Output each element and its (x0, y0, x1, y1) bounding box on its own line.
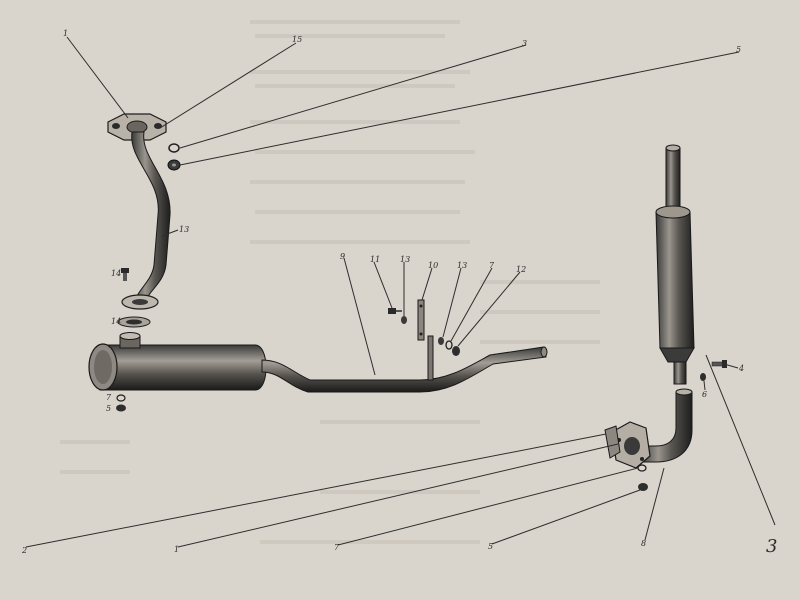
label-2-bottom: 2 (21, 546, 27, 555)
label-13-a: 13 (400, 255, 410, 264)
label-14-bolt: 14 (111, 269, 121, 278)
label-7-left: 7 (106, 393, 112, 402)
figure-number: 3 (766, 536, 777, 557)
bolt-14 (121, 268, 129, 281)
nut-5-top (167, 159, 181, 171)
label-5-top: 5 (736, 45, 741, 54)
label-6: 6 (702, 390, 707, 399)
ring-7-bottom (637, 464, 647, 472)
label-4: 4 (738, 364, 744, 373)
label-5-bottom: 5 (488, 542, 493, 551)
nut-6 (700, 373, 706, 381)
label-10: 10 (428, 261, 438, 270)
nut-12 (452, 346, 460, 356)
ring-7-mid (445, 340, 453, 350)
label-7-bottom: 7 (334, 543, 340, 552)
nut-5-bottom (638, 483, 648, 491)
label-14-gasket: 14 (111, 317, 121, 326)
nut-5-left (116, 404, 126, 412)
washer-13-a (401, 316, 407, 324)
gasket-14 (117, 316, 151, 328)
label-9: 9 (340, 252, 345, 261)
intermediate-pipe (261, 335, 548, 393)
label-5-left: 5 (106, 404, 111, 413)
front-exhaust-pipe (107, 113, 171, 328)
label-8-bottom: 8 (641, 539, 646, 548)
gasket-2 (604, 425, 621, 459)
label-15-top: 15 (292, 35, 302, 44)
label-13-b: 13 (457, 261, 467, 270)
label-7-mid: 7 (489, 261, 495, 270)
washer-13-b (438, 337, 444, 345)
part-labels: 1 15 3 5 13 14 14 7 5 9 11 13 10 13 7 12… (21, 29, 777, 557)
front-muffler (88, 332, 267, 391)
ring-7-left (116, 394, 126, 402)
label-3-top: 3 (522, 39, 527, 48)
label-13-pipe: 13 (179, 225, 189, 234)
background-text-lines (60, 20, 600, 544)
label-1-top: 1 (63, 29, 68, 38)
hanger-strap-10 (417, 299, 425, 341)
label-1-bottom: 1 (174, 545, 179, 554)
clamp-ring-3 (168, 143, 180, 153)
elbow-flange (611, 421, 651, 469)
label-11: 11 (370, 255, 380, 264)
leader-lines (25, 36, 776, 548)
bolt-11 (388, 308, 402, 314)
rear-muffler (655, 144, 695, 385)
label-12: 12 (516, 265, 526, 274)
